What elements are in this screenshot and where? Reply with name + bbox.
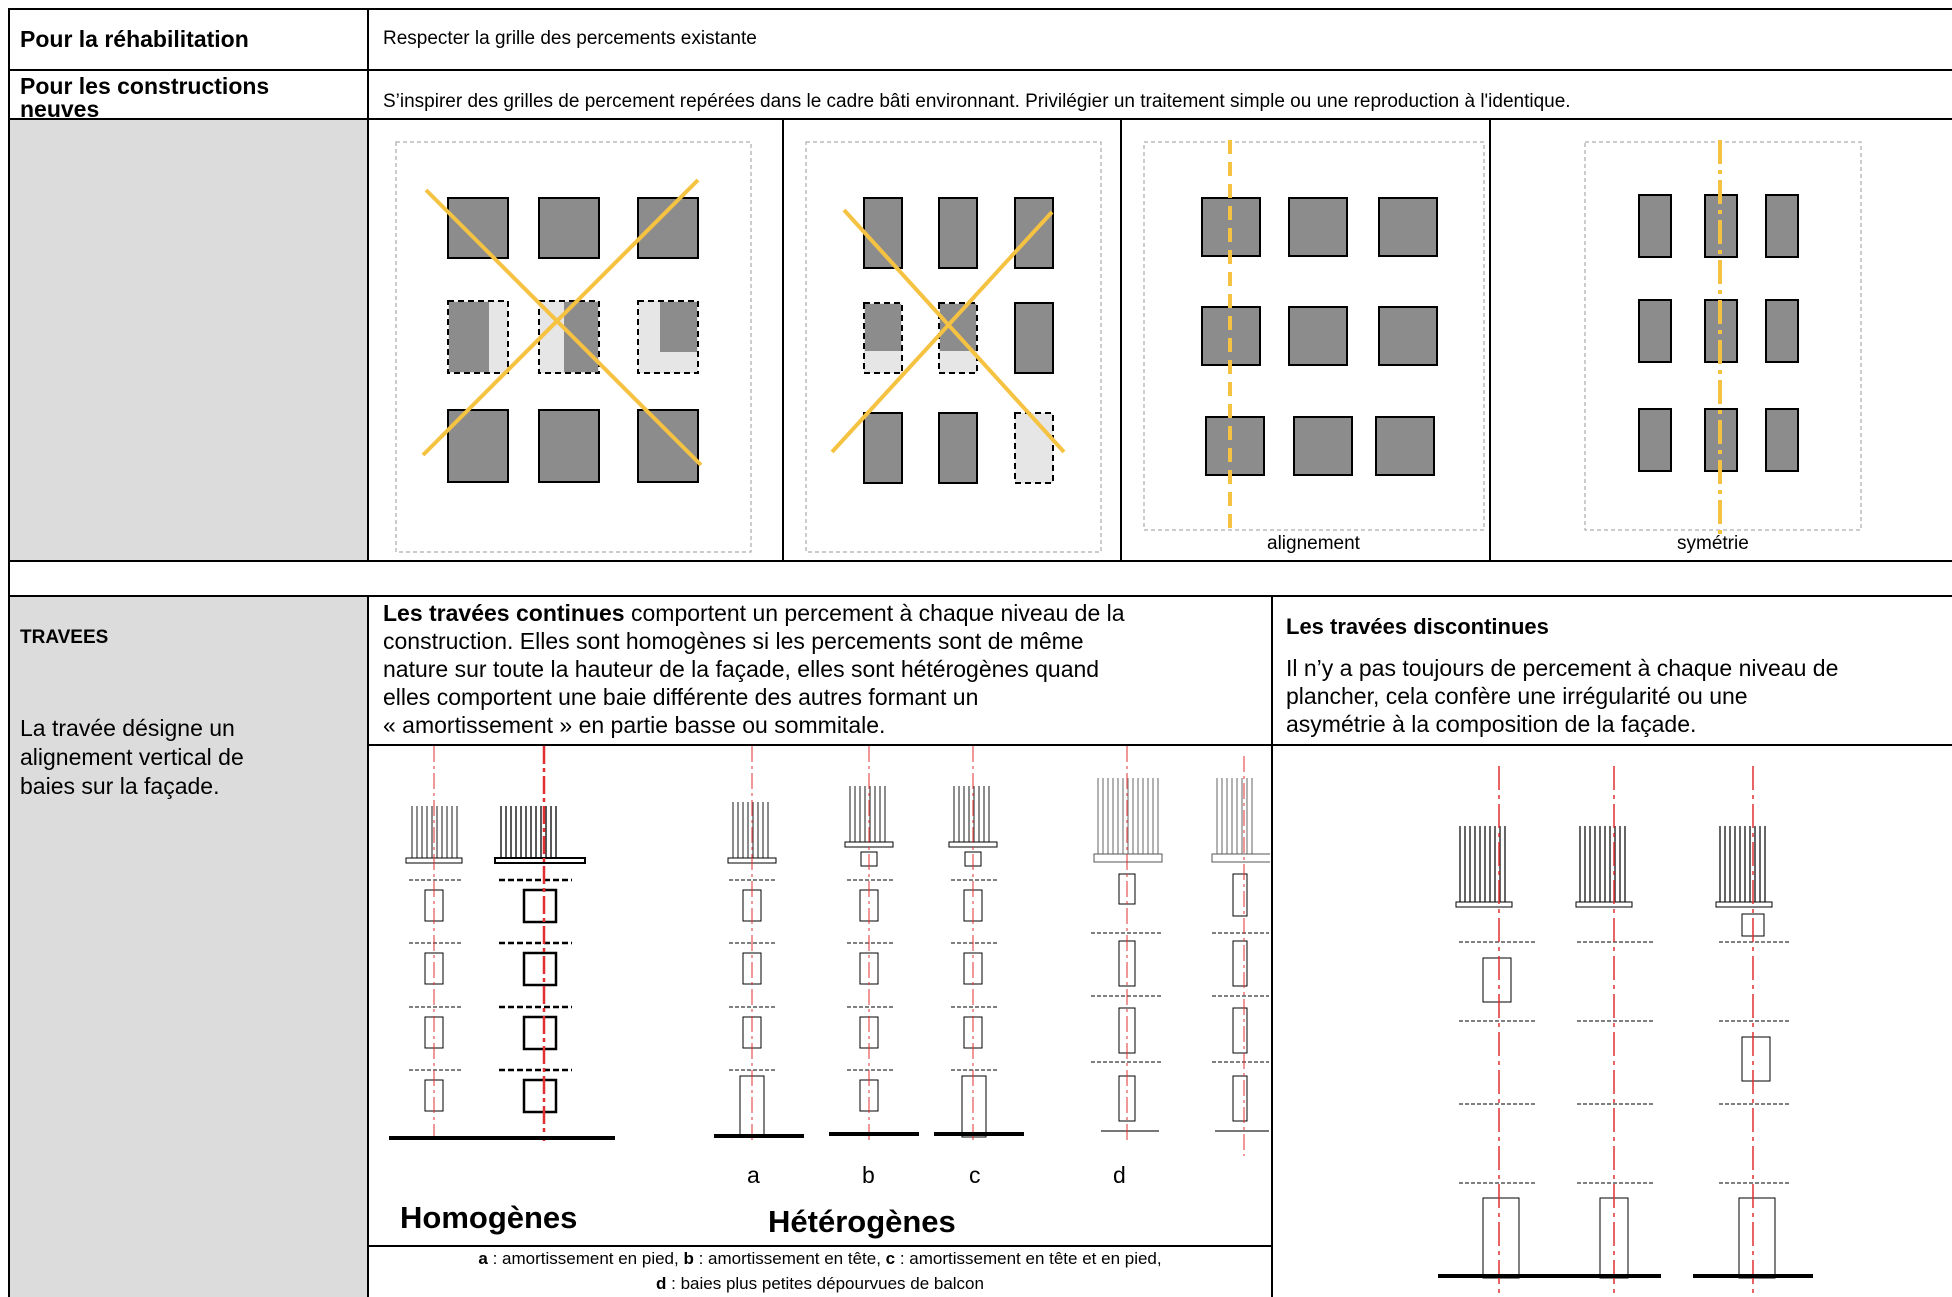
label-b: b <box>862 1162 875 1188</box>
caption-a-key: a <box>478 1249 488 1268</box>
discontinues-line3: asymétrie à la composition de la façade. <box>1286 711 1697 737</box>
continues-desc: Les travées continues comportent un perc… <box>383 599 1263 739</box>
table-border <box>8 118 1952 120</box>
neuves-label-line1: Pour les constructions <box>20 73 270 99</box>
continues-line2: construction. Elles sont homogènes si le… <box>383 628 1084 654</box>
diagram-discontinuous-bays <box>1438 766 1813 1297</box>
caption-line2: d : baies plus petites dépourvues de bal… <box>368 1274 1272 1294</box>
discontinues-title: Les travées discontinues <box>1286 614 1549 639</box>
caption-c-text: : amortissement en tête et en pied, <box>895 1249 1162 1268</box>
continues-line3: nature sur toute la hauteur de la façade… <box>383 656 1100 682</box>
caption-d-key: d <box>656 1274 667 1293</box>
table-border <box>367 8 369 562</box>
caption-c-key: c <box>885 1249 896 1268</box>
label-d: d <box>1113 1162 1126 1188</box>
table-border <box>368 1245 1272 1247</box>
rehab-label: Pour la réhabilitation <box>20 26 249 52</box>
table-border <box>8 8 1952 10</box>
facade-figure-bad-1 <box>395 141 752 553</box>
caption-b-text: : amortissement en tête, <box>693 1249 886 1268</box>
travees-title: TRAVEES <box>20 627 109 648</box>
discontinues-line2: plancher, cela confère une irrégularité … <box>1286 683 1748 709</box>
caption-b-key: b <box>683 1249 694 1268</box>
heading-homogenes: Homogènes <box>400 1200 578 1235</box>
table-border <box>1120 118 1122 562</box>
table-border <box>782 118 784 562</box>
table-border <box>368 744 1952 746</box>
table-border <box>8 8 10 1297</box>
label-c: c <box>969 1162 981 1188</box>
discontinues-desc: Il n’y a pas toujours de percement à cha… <box>1286 654 1946 738</box>
table-border <box>1271 595 1273 1297</box>
continues-bold: Les travées continues <box>383 600 625 626</box>
caption-line1: a : amortissement en pied, b : amortisse… <box>368 1249 1272 1269</box>
travees-desc-line1: La travée désigne un <box>20 715 235 741</box>
grey-label-cell-2 <box>9 596 368 1297</box>
heading-heterogenes: Hétérogènes <box>768 1204 956 1239</box>
facade-figure-bad-2 <box>805 141 1102 553</box>
travees-desc-line3: baies sur la façade. <box>20 773 220 799</box>
facade-figure-alignement <box>1143 140 1485 535</box>
table-border <box>8 69 1952 71</box>
caption-d-text: : baies plus petites dépourvues de balco… <box>666 1274 984 1293</box>
neuves-text: S’inspirer des grilles de percement repé… <box>383 91 1571 112</box>
facade-figure-symetrie <box>1584 140 1862 535</box>
table-border <box>8 595 1952 597</box>
caption-alignement: alignement <box>1267 533 1360 554</box>
caption-symetrie: symétrie <box>1677 533 1749 554</box>
continues-line1: comportent un percement à chaque niveau … <box>624 600 1125 626</box>
table-border <box>367 595 369 1297</box>
table-border <box>8 560 1952 562</box>
discontinues-line1: Il n’y a pas toujours de percement à cha… <box>1286 655 1839 681</box>
label-a: a <box>747 1162 760 1188</box>
continues-line5: « amortissement » en partie basse ou som… <box>383 712 886 738</box>
travees-desc-line2: alignement vertical de <box>20 744 244 770</box>
diagram-continuous-bays <box>389 746 1270 1156</box>
rehab-text: Respecter la grille des percements exist… <box>383 28 757 49</box>
continues-line4: elles comportent une baie différente des… <box>383 684 979 710</box>
neuves-label-line2: neuves <box>20 96 100 122</box>
caption-a-text: : amortissement en pied, <box>487 1249 684 1268</box>
grey-label-cell-1 <box>9 119 368 561</box>
table-border <box>1489 118 1491 562</box>
